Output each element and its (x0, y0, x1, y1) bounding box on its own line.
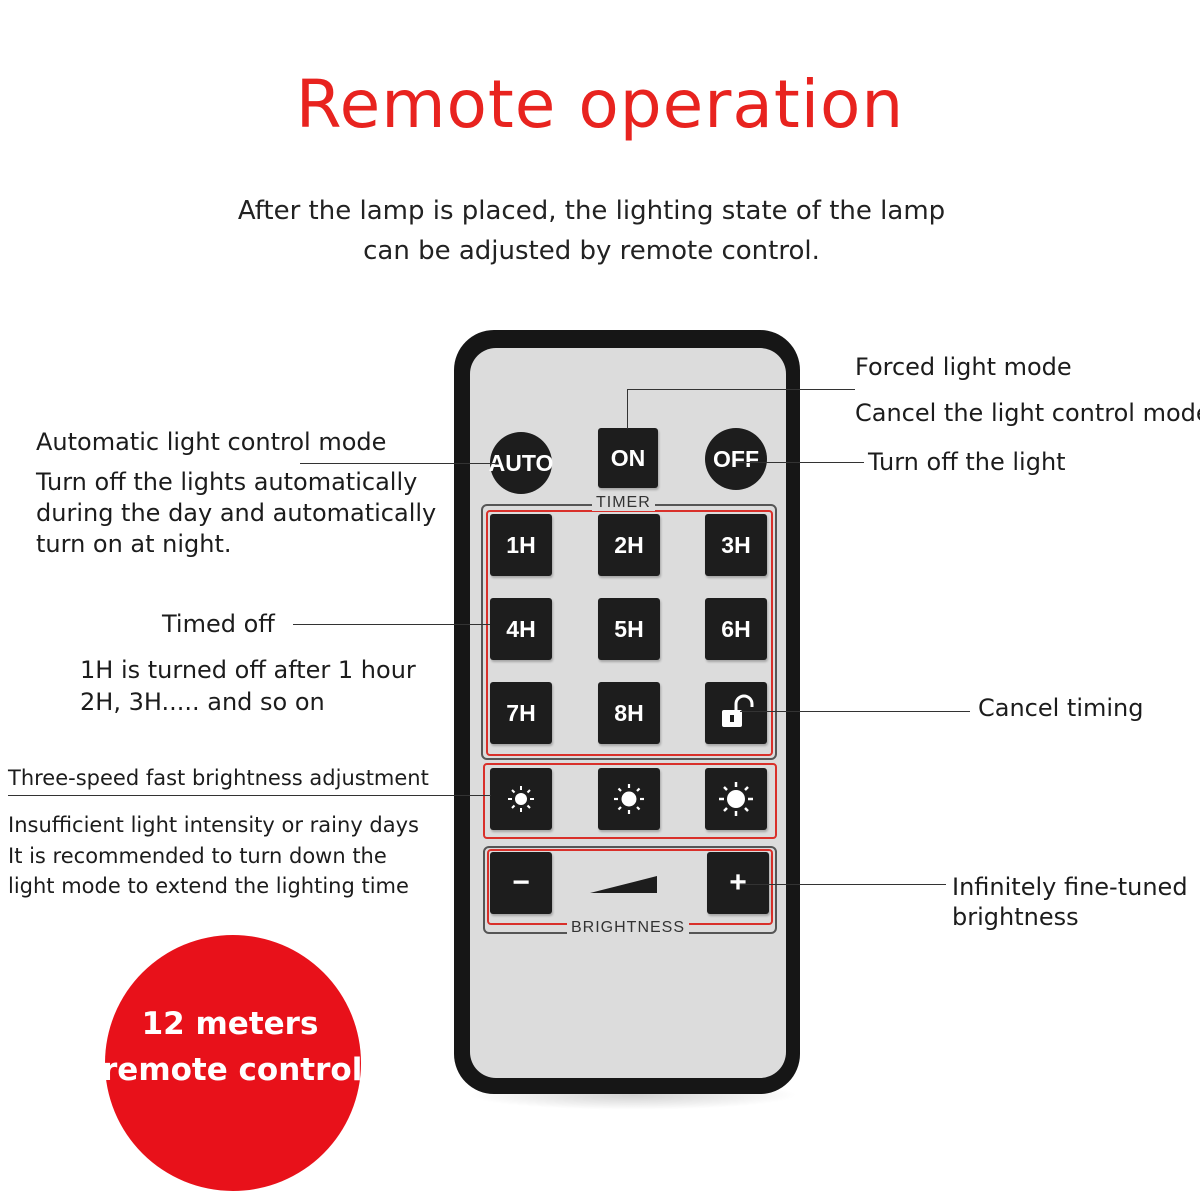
auto-mode-desc-2: during the day and automatically (36, 499, 437, 527)
three-speed-title: Three-speed fast brightness adjustment (8, 766, 429, 790)
brightness-level-highlight (483, 763, 777, 839)
timer-1h-button[interactable]: 1H (490, 514, 552, 576)
timer-4h-button[interactable]: 4H (490, 598, 552, 660)
brightness-high-button[interactable] (705, 768, 767, 830)
cancel-timing-button[interactable] (705, 682, 767, 744)
subtitle-line-2: can be adjusted by remote control. (363, 236, 820, 266)
three-speed-desc-2: It is recommended to turn down the (8, 844, 387, 868)
range-badge (105, 935, 361, 1191)
timed-off-leader-line (293, 624, 490, 625)
ramp-icon (590, 876, 657, 893)
timer-5h-button[interactable]: 5H (598, 598, 660, 660)
three-speed-desc-3: light mode to extend the lighting time (8, 874, 409, 898)
timed-off-desc-2: 2H, 3H..... and so on (80, 688, 325, 716)
sun-small-icon (508, 786, 534, 812)
turn-off-light-label: Turn off the light (868, 448, 1066, 476)
brightness-medium-button[interactable] (598, 768, 660, 830)
fine-tuned-label-1: Infinitely fine-tuned (952, 873, 1188, 901)
timer-6h-button[interactable]: 6H (705, 598, 767, 660)
timer-2h-button[interactable]: 2H (598, 514, 660, 576)
sun-medium-icon (614, 784, 644, 814)
brightness-tag: BRIGHTNESS (567, 920, 690, 936)
auto-button[interactable]: AUTO (489, 432, 553, 494)
range-badge-line-1: 12 meters (141, 1006, 319, 1042)
three-speed-leader-line (8, 795, 491, 796)
forced-light-label: Forced light mode (855, 353, 1072, 381)
timer-7h-button[interactable]: 7H (490, 682, 552, 744)
fine-tuned-leader-line (740, 884, 946, 885)
on-button[interactable]: ON (598, 428, 658, 488)
timer-tag: TIMER (592, 495, 655, 511)
three-speed-desc-1: Insufficient light intensity or rainy da… (8, 813, 419, 837)
cancel-timing-leader-line (740, 711, 970, 712)
fine-tuned-label-2: brightness (952, 903, 1079, 931)
brightness-low-button[interactable] (490, 768, 552, 830)
auto-mode-title: Automatic light control mode (36, 428, 387, 456)
forced-leader-line-h (627, 389, 855, 390)
page-title: Remote operation (295, 66, 905, 143)
sun-large-icon (719, 782, 753, 816)
off-button[interactable]: OFF (705, 428, 767, 490)
timed-off-title: Timed off (162, 610, 275, 638)
brightness-minus-button[interactable]: − (490, 852, 552, 914)
timer-group-highlight (486, 510, 773, 756)
auto-leader-line (300, 463, 496, 464)
brightness-plus-button[interactable]: + (707, 852, 769, 914)
cancel-light-control-label: Cancel the light control mode (855, 399, 1200, 427)
turn-off-leader-line (736, 462, 864, 463)
forced-leader-line-v (627, 389, 628, 429)
timed-off-desc-1: 1H is turned off after 1 hour (80, 656, 416, 684)
cancel-timing-label: Cancel timing (978, 694, 1144, 722)
auto-mode-desc-1: Turn off the lights automatically (36, 468, 418, 496)
subtitle-line-1: After the lamp is placed, the lighting s… (237, 196, 946, 226)
unlock-icon (722, 694, 754, 727)
timer-8h-button[interactable]: 8H (598, 682, 660, 744)
timer-3h-button[interactable]: 3H (705, 514, 767, 576)
auto-mode-desc-3: turn on at night. (36, 530, 232, 558)
range-badge-line-2: remote control (102, 1052, 363, 1088)
